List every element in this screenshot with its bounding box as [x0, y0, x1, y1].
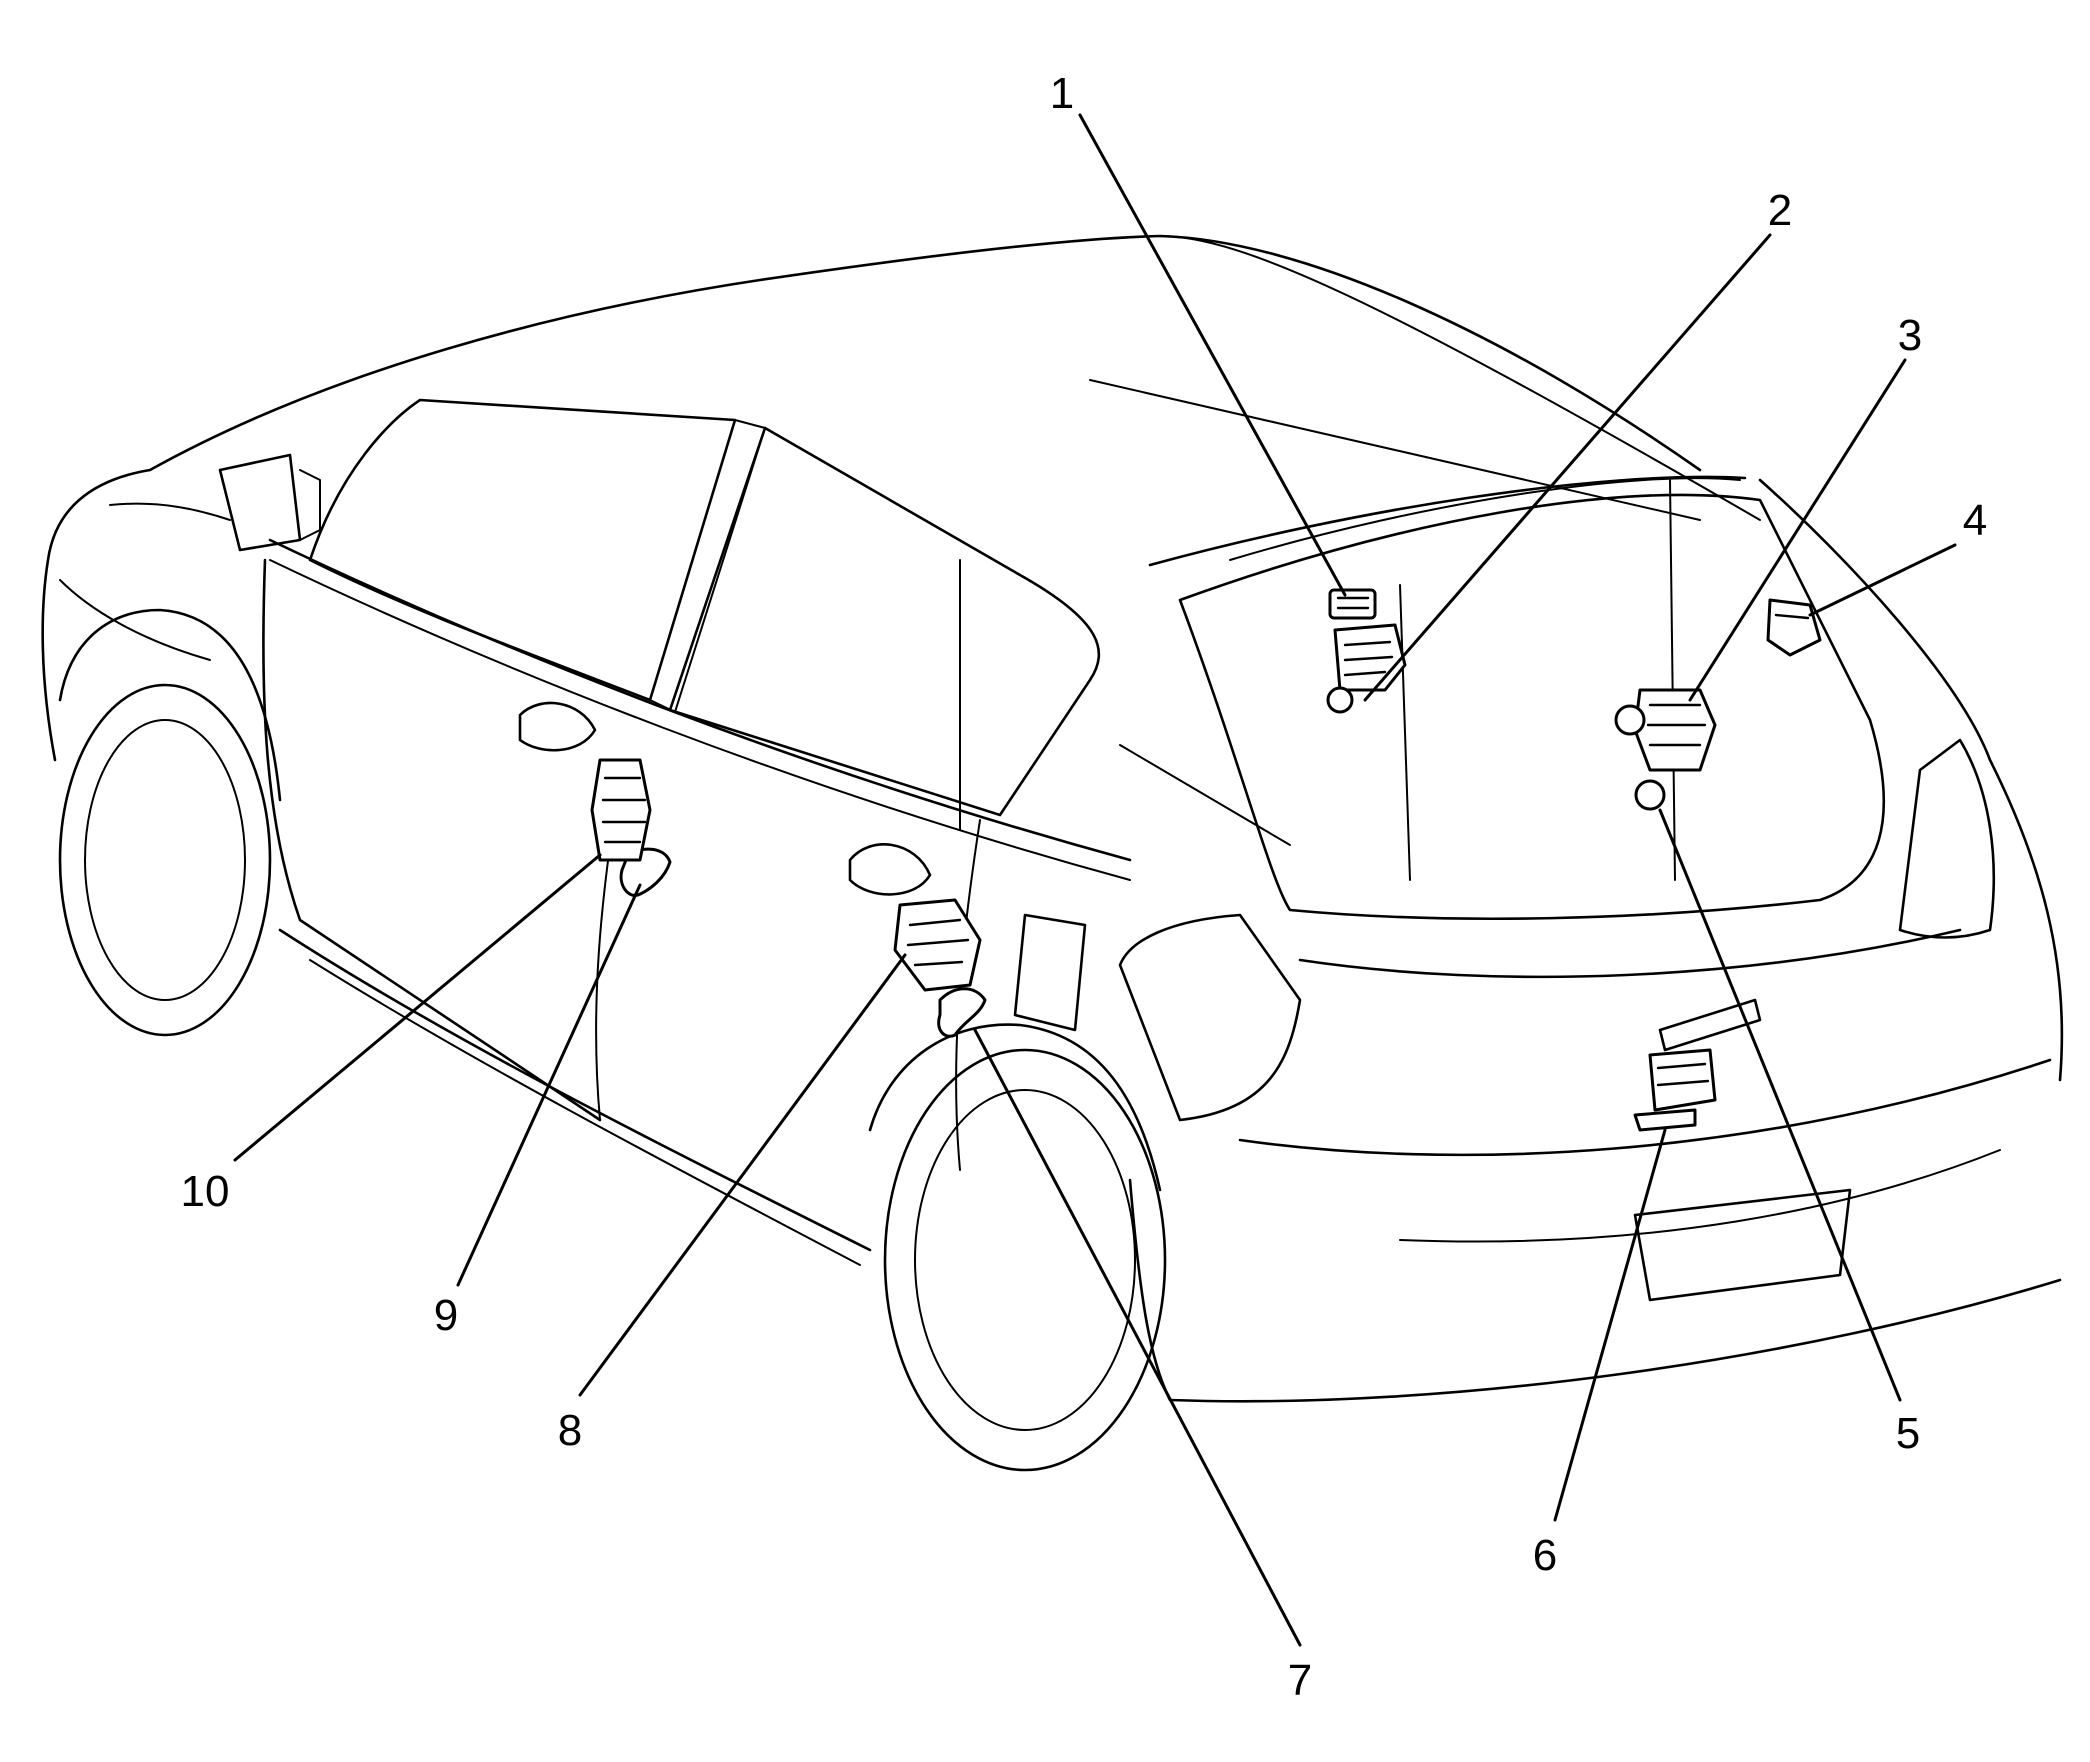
component-3-liftgate-latch	[1614, 688, 1717, 772]
leader-line-10	[233, 853, 602, 1162]
callout-8: 8	[558, 1406, 582, 1455]
callout-5: 5	[1896, 1409, 1920, 1458]
callout-7: 7	[1288, 1656, 1312, 1705]
leader-line-2	[1363, 233, 1772, 702]
component-5-latch-switch	[1634, 779, 1666, 811]
leader-line-6	[1553, 1128, 1667, 1522]
leader-lines	[233, 113, 1957, 1647]
callout-10: 10	[181, 1167, 230, 1216]
leader-line-3	[1688, 358, 1907, 702]
leader-line-1	[1078, 113, 1347, 597]
callout-6: 6	[1533, 1531, 1557, 1580]
leader-line-4	[1808, 543, 1957, 617]
callout-4: 4	[1963, 496, 1987, 545]
vehicle-outline	[41, 234, 2064, 1472]
callout-1: 1	[1050, 69, 1074, 118]
component-7-rear-door-switch	[937, 987, 987, 1038]
component-6-tailgate-latch	[1633, 1048, 1717, 1132]
component-10-front-door-latch	[590, 758, 652, 862]
leader-line-5	[1658, 808, 1902, 1402]
leader-line-9	[456, 883, 642, 1287]
callout-labels: 1 2 3 4 5 6 7 8 9 10	[181, 69, 1988, 1705]
leader-line-7	[973, 1028, 1302, 1647]
callout-9: 9	[434, 1291, 458, 1340]
component-1-lock-actuator	[1328, 588, 1377, 620]
callout-3: 3	[1898, 311, 1922, 360]
component-4-module	[1766, 598, 1822, 657]
component-8-rear-door-latch	[893, 898, 982, 992]
callout-2: 2	[1768, 186, 1792, 235]
leader-line-8	[578, 953, 907, 1397]
